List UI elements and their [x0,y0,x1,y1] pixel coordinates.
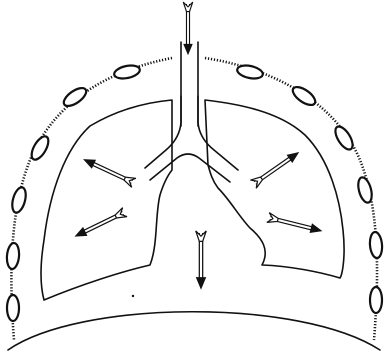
arrow-right-lower-lung [267,213,324,236]
arrow-diaphragm-down [196,231,207,290]
rib-oval [332,124,356,152]
rib-oval [370,287,382,313]
rib-oval [10,186,28,214]
rib-oval [356,176,374,204]
right-lung [205,100,344,278]
diaphragm [8,312,380,350]
rib-oval [236,63,264,80]
arrow-right-upper-lung [250,148,302,188]
speck [132,295,134,297]
rib-oval [28,134,51,163]
chest-wall-right [205,58,377,340]
bronchus-inner-left [150,154,230,182]
rib-oval [113,63,141,80]
left-lung [41,100,172,300]
rib-oval [6,243,20,270]
rib-oval [369,232,383,259]
chest-wall-left [11,58,172,340]
arrow-left-upper-lung [81,155,136,188]
rib-oval [7,295,19,321]
arrow-air-in-trachea [183,2,193,55]
trachea-right-wall [198,42,238,170]
rib-oval [290,84,318,109]
rib-oval [61,85,89,110]
arrow-left-lower-lung [72,208,127,242]
